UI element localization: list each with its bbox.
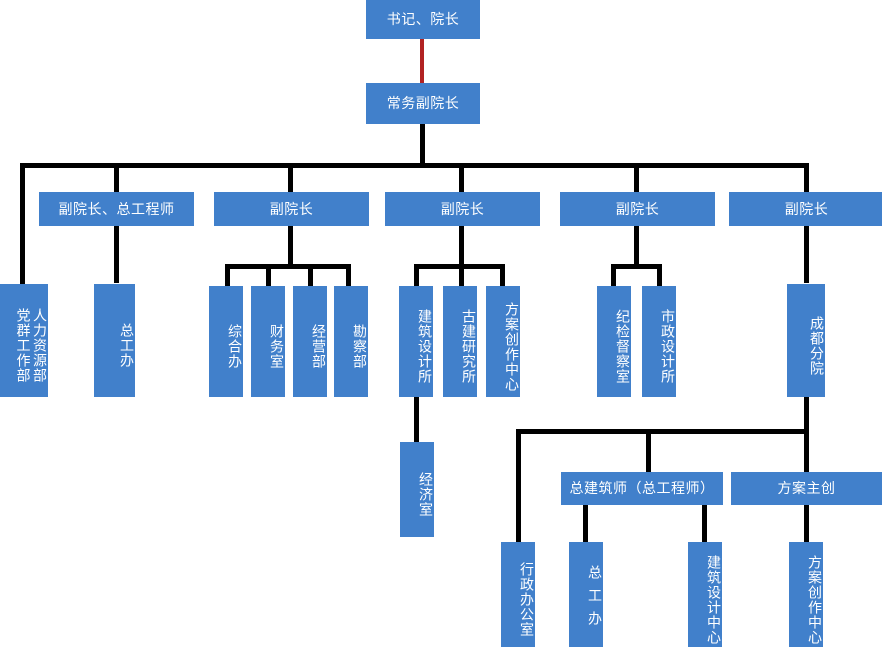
node-label: 经营部 xyxy=(311,324,327,369)
edge-arch-institute-to-economics-office xyxy=(414,397,419,443)
node-architectural-design-institute[interactable]: 建筑设计所 xyxy=(399,286,433,397)
node-scheme-creation-center-chengdu[interactable]: 方案创作中心 xyxy=(789,542,823,647)
edge-vp5-to-chengdu-branch xyxy=(804,225,809,283)
edge-chief-architect-to-chief-eng-office xyxy=(583,505,588,543)
node-chengdu-branch[interactable]: 成都分院 xyxy=(787,284,825,397)
edge-bus-to-vp-4 xyxy=(634,163,639,193)
node-label: 副院长 xyxy=(615,200,660,217)
edge-vp2-to-general-office xyxy=(225,264,230,286)
node-label: 经济室 xyxy=(418,472,434,517)
node-ancient-architecture-institute[interactable]: 古建研究所 xyxy=(443,286,477,397)
edge-deputy-stem xyxy=(420,124,425,165)
node-label: 纪检督察室 xyxy=(615,309,631,384)
node-executive-vice-president[interactable]: 常务副院长 xyxy=(366,83,480,124)
edge-bus-to-vp-chief-engineer xyxy=(114,163,119,193)
node-chief-engineer-office[interactable]: 总工办 xyxy=(94,284,135,397)
node-label: 方案主创 xyxy=(777,480,836,497)
node-label: 建筑设计中心 xyxy=(706,554,722,645)
node-hr-and-party-affairs[interactable]: 人力资源部 党群工作部 xyxy=(0,284,48,397)
edge-level3-bus xyxy=(20,163,809,168)
edge-vp4-stem xyxy=(634,225,639,266)
node-label: 人力资源部 党群工作部 xyxy=(15,308,48,383)
edge-vp3-to-scheme-center xyxy=(500,264,505,286)
node-label: 勘察部 xyxy=(352,324,368,369)
edge-bus-to-vp-3 xyxy=(459,163,464,193)
edge-vp2-stem xyxy=(288,225,293,266)
edge-vp2-bus xyxy=(225,264,351,269)
edge-bus-to-hr-dept xyxy=(20,163,25,285)
node-chief-engineer-office-chengdu[interactable]: 总工办 xyxy=(569,542,603,647)
node-label: 方案创作中心 xyxy=(504,301,520,392)
node-general-office[interactable]: 综合办 xyxy=(209,286,243,397)
node-label: 综合办 xyxy=(227,324,243,369)
node-label: 建筑设计所 xyxy=(417,309,433,384)
node-administrative-office[interactable]: 行政办公室 xyxy=(501,542,535,647)
edge-scheme-lead-to-scheme-center xyxy=(804,505,809,543)
node-vp-chief-engineer[interactable]: 副院长、总工程师 xyxy=(39,192,194,226)
edge-director-to-deputy xyxy=(420,38,424,84)
node-label: 总建筑师（总工程师） xyxy=(569,480,715,497)
edge-chengdu-to-admin-office xyxy=(516,429,521,543)
edge-vp2-to-finance-office xyxy=(266,264,271,286)
node-operations-department[interactable]: 经营部 xyxy=(293,286,327,397)
node-scheme-creation-center[interactable]: 方案创作中心 xyxy=(486,286,520,397)
node-label: 副院长 xyxy=(440,200,485,217)
node-label: 市政设计所 xyxy=(660,309,676,384)
edge-vp4-bus xyxy=(611,264,662,269)
node-label: 古建研究所 xyxy=(461,309,477,384)
edge-bus-to-vp-2 xyxy=(288,163,293,193)
edge-vp4-to-municipal-institute xyxy=(657,264,662,286)
edge-vp3-stem xyxy=(459,225,464,266)
edge-bus-to-vp-5 xyxy=(804,163,809,193)
node-label: 成都分院 xyxy=(809,315,825,376)
node-label: 书记、院长 xyxy=(386,11,460,28)
edge-chengdu-to-scheme-lead xyxy=(804,429,809,473)
edge-vp1-to-chief-eng-office xyxy=(114,225,119,283)
node-label: 副院长 xyxy=(784,200,829,217)
node-secretary-president[interactable]: 书记、院长 xyxy=(366,0,480,39)
edge-vp2-to-operations-dept xyxy=(308,264,313,286)
node-scheme-lead[interactable]: 方案主创 xyxy=(731,472,882,505)
node-label: 副院长 xyxy=(269,200,314,217)
node-label: 方案创作中心 xyxy=(807,554,823,645)
node-chief-architect[interactable]: 总建筑师（总工程师） xyxy=(561,472,723,505)
node-vice-president-4[interactable]: 副院长 xyxy=(560,192,715,226)
node-label: 总工办 xyxy=(119,323,135,368)
edge-chengdu-to-chief-architect xyxy=(646,429,651,473)
edge-chengdu-stem xyxy=(804,397,809,431)
node-finance-office[interactable]: 财务室 xyxy=(251,286,285,397)
node-architectural-design-center[interactable]: 建筑设计中心 xyxy=(688,542,722,647)
edge-vp4-to-discipline-office xyxy=(611,264,616,286)
node-vice-president-3[interactable]: 副院长 xyxy=(385,192,540,226)
node-vice-president-2[interactable]: 副院长 xyxy=(214,192,369,226)
node-municipal-design-institute[interactable]: 市政设计所 xyxy=(642,286,676,397)
node-label: 行政办公室 xyxy=(519,562,535,637)
edge-chengdu-bus xyxy=(516,429,809,434)
node-survey-department[interactable]: 勘察部 xyxy=(334,286,368,397)
edge-vp3-to-arch-design-institute xyxy=(414,264,419,286)
node-label: 财务室 xyxy=(269,324,285,369)
node-economics-office[interactable]: 经济室 xyxy=(400,442,434,537)
edge-vp2-to-survey-dept xyxy=(346,264,351,286)
edge-vp3-to-ancient-arch-institute xyxy=(459,264,464,286)
node-discipline-inspection-office[interactable]: 纪检督察室 xyxy=(597,286,631,397)
node-label: 总工办 xyxy=(587,565,603,634)
node-label: 副院长、总工程师 xyxy=(58,200,175,217)
edge-chief-architect-to-arch-design-center xyxy=(702,505,707,543)
node-vice-president-5[interactable]: 副院长 xyxy=(729,192,882,226)
node-label: 常务副院长 xyxy=(386,95,460,112)
